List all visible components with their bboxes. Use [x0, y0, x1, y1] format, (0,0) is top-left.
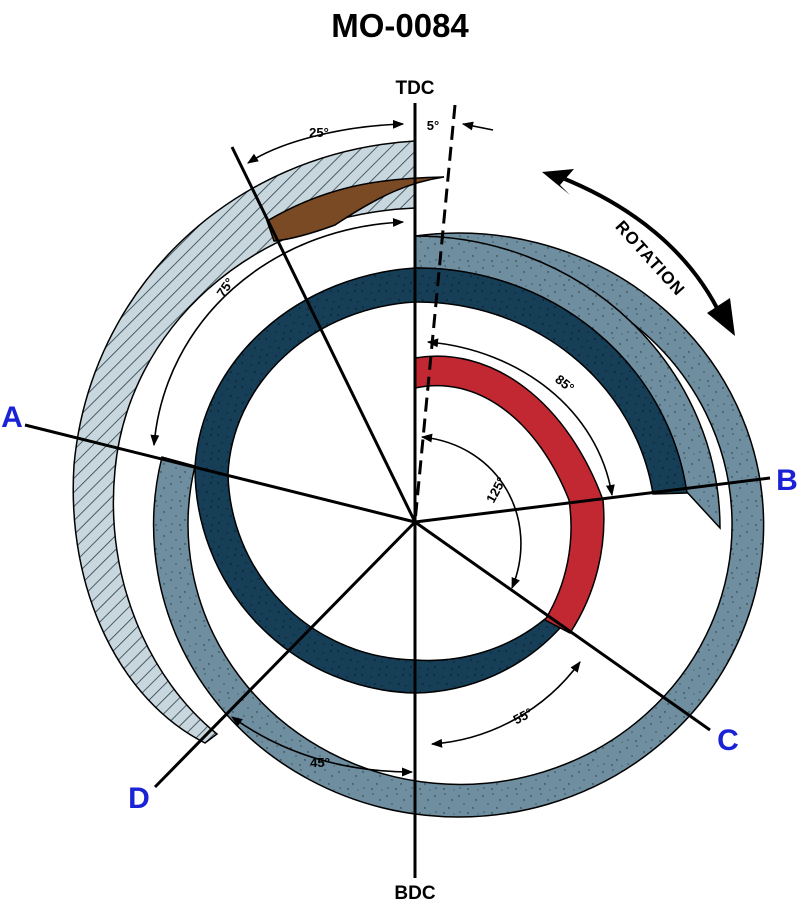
point-label-d: D [128, 782, 150, 815]
arrow-75 [150, 217, 405, 447]
angle-label-45: 45° [310, 755, 330, 770]
arrow-125 [420, 433, 522, 590]
angle-label-85: 85° [552, 371, 577, 395]
tdc-label: TDC [395, 78, 434, 99]
rotation-arrow-tail [542, 169, 574, 195]
line-a [24, 423, 416, 524]
angle-label-125: 125° [483, 474, 509, 505]
line-c [414, 520, 711, 732]
diagram-title: MO-0084 [331, 7, 469, 44]
arrow-25 [247, 119, 405, 164]
arrow-5 [461, 121, 494, 131]
outer-band [152, 232, 765, 818]
inner-band [414, 267, 688, 495]
point-label-a: A [1, 401, 23, 434]
line-5deg-dashed [413, 104, 457, 523]
bdc-label: BDC [394, 883, 435, 904]
point-label-b: B [776, 464, 798, 497]
rotation-arrow-head [707, 298, 735, 336]
angle-label-25: 25° [309, 125, 329, 140]
point-label-c: C [717, 724, 739, 757]
rotation-arrow [559, 175, 724, 319]
angle-label-5: 5° [427, 118, 439, 133]
arrow-85 [426, 338, 615, 497]
arrow-45 [231, 716, 414, 777]
arrow-55 [430, 661, 581, 748]
angle-label-55: 55° [511, 705, 535, 727]
line-d [153, 520, 417, 789]
